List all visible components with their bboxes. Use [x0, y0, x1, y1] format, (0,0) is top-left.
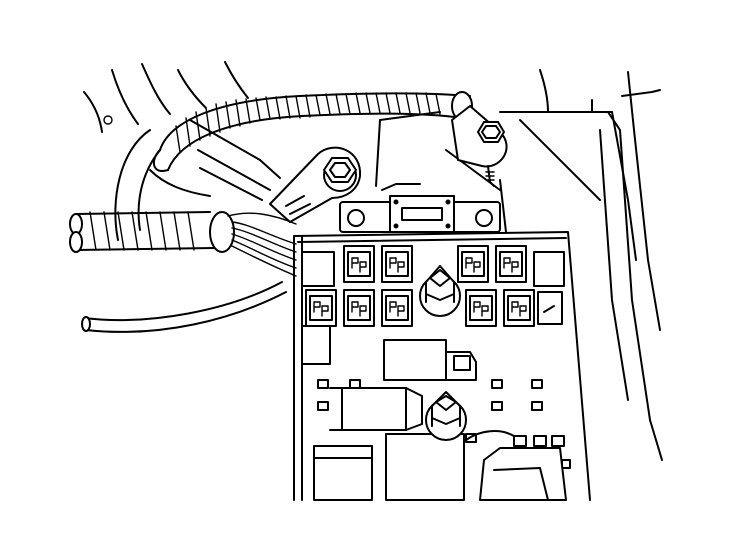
mini-fuse [381, 245, 413, 283]
vehicle-body-outline [81, 61, 663, 461]
stud-nut-lower [425, 391, 467, 441]
fuse-block-housing [293, 231, 591, 501]
mini-fuse [305, 289, 337, 327]
relay [385, 433, 465, 501]
mini-fuse [503, 289, 535, 327]
wiring-harness [152, 91, 473, 172]
stud-nut-upper [419, 265, 461, 317]
mini-fuse [343, 245, 375, 283]
fuse-array [305, 245, 563, 327]
relay [329, 387, 423, 431]
hex-nut-icon [323, 157, 357, 183]
fuse-block-top-plate [339, 183, 501, 233]
mini-fuse [457, 245, 489, 283]
ground-eyelet-right [451, 105, 508, 187]
relay [383, 339, 477, 381]
mini-fuse [343, 289, 375, 327]
harness-connector [465, 430, 567, 501]
mini-fuse [465, 289, 497, 327]
lower-connector-left [313, 445, 373, 501]
side-harness [69, 211, 297, 277]
mini-fuse [381, 289, 413, 327]
ground-eyelet-left [269, 146, 362, 223]
fuse-slot-empty [537, 291, 563, 325]
mini-fuse [495, 245, 527, 283]
